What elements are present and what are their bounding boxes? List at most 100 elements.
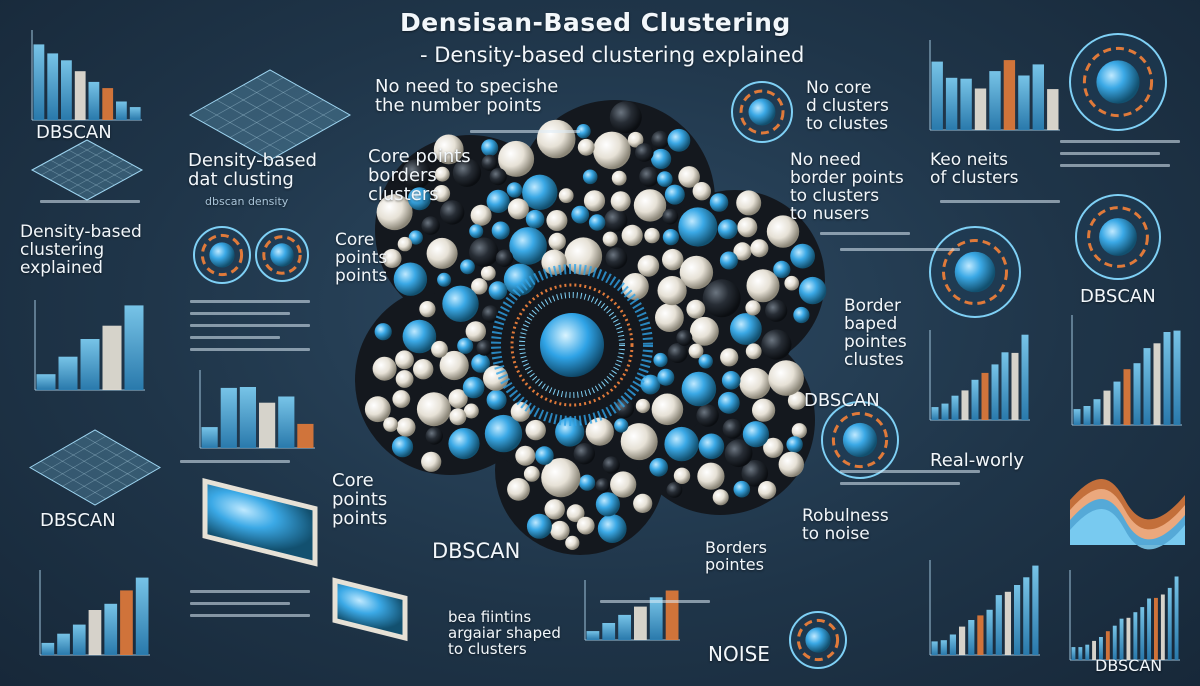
cluster-point [741, 460, 769, 487]
chart-bar [602, 623, 616, 640]
label-no-need-border: No need border points to clusters to nus… [790, 150, 904, 224]
chart-bottom-center [584, 580, 680, 641]
dial-core [748, 98, 776, 126]
chart-bottom-right-a [929, 560, 1040, 656]
plane-face [188, 69, 352, 161]
dial-right [1075, 194, 1161, 280]
chart-bar [989, 71, 1001, 130]
decorative-text-line [180, 460, 290, 463]
label-dbscan-left-bottom: DBSCAN [40, 510, 116, 531]
dial-core [1096, 60, 1140, 104]
label-keo-neits: Keo neits of clusters [930, 150, 1019, 188]
cluster-point [583, 190, 606, 212]
cluster-point [391, 436, 414, 458]
plane-grid [40, 435, 107, 475]
label-density-explained: Density-based clustering explained [20, 222, 142, 278]
cluster-point [627, 131, 644, 148]
cluster-point [582, 169, 598, 185]
chart-right-inner [929, 330, 1030, 421]
cluster-point [421, 216, 440, 235]
cluster-point [448, 428, 480, 460]
cluster-point [425, 427, 443, 445]
cluster-point [724, 439, 753, 468]
plane-grid [59, 154, 115, 186]
cluster-point [602, 231, 618, 247]
cluster-point [476, 339, 493, 356]
cluster-point [515, 445, 536, 466]
chart-bar [1143, 348, 1151, 425]
chart-bar [634, 606, 647, 640]
cluster-point [721, 371, 741, 390]
plane-grid [62, 448, 128, 487]
cluster-point [579, 474, 596, 491]
chart-left-3d [34, 300, 145, 391]
cluster-point [666, 482, 683, 498]
chart-bar [586, 631, 600, 640]
cluster-point [737, 217, 758, 238]
plane-grid [229, 92, 311, 138]
cluster-point [736, 190, 762, 216]
chart-bar [951, 395, 959, 420]
cluster-point [558, 188, 574, 204]
decorative-text-line [40, 200, 140, 203]
cluster-point [635, 398, 651, 414]
cluster-point [686, 299, 706, 319]
cluster-point [720, 348, 739, 367]
cluster-point [564, 237, 603, 275]
cluster-point [393, 262, 428, 296]
chart-bar [1083, 406, 1091, 425]
dial-core [842, 422, 878, 458]
plane-grid [216, 84, 297, 131]
chart-bar [41, 642, 55, 656]
cluster-point [536, 119, 576, 159]
label-noise: NOISE [708, 642, 770, 666]
cluster-point [507, 198, 529, 220]
chart-bar [1073, 409, 1081, 425]
chart-bar [1112, 625, 1117, 660]
cluster-point [465, 321, 486, 342]
cluster-point [746, 269, 780, 303]
cluster-point [610, 471, 637, 498]
cluster-point [595, 492, 621, 517]
chart-bar [1014, 585, 1021, 655]
decorative-text-line [190, 324, 310, 327]
chart-bar [1099, 637, 1103, 660]
chart-bar [1113, 381, 1121, 425]
cluster-point [449, 408, 467, 426]
cluster-point [786, 436, 803, 453]
tile-blue [202, 477, 318, 567]
page-title: Densisan-Based Clustering [400, 8, 791, 37]
chart-bar [986, 609, 993, 655]
cluster-point [408, 230, 423, 245]
chart-bar [1071, 647, 1076, 660]
cluster-point [739, 367, 771, 400]
cluster-point [664, 426, 699, 462]
cluster-point [657, 368, 675, 386]
chart-bar [1119, 618, 1124, 660]
chart-bar [135, 577, 149, 655]
plane-grid [51, 442, 117, 481]
plane-grid [77, 144, 134, 176]
chart-bar [931, 407, 939, 420]
chart-bar [102, 88, 114, 120]
chart-bar [1140, 607, 1145, 660]
cluster-point [681, 371, 717, 407]
cluster-point [481, 154, 498, 171]
label-core-points-bottom: Core points points [332, 470, 388, 529]
cluster-point [372, 356, 397, 381]
cluster-point [793, 306, 810, 324]
chart-bar [665, 590, 679, 640]
cluster-point [421, 451, 442, 472]
cluster-point [457, 337, 474, 354]
cluster-point [644, 227, 660, 244]
label-density-sub: dbscan density [205, 195, 289, 208]
decorative-text-line [1060, 152, 1160, 155]
cluster-point [768, 360, 804, 396]
chart-bar [104, 603, 118, 655]
chart-bar [1153, 343, 1161, 425]
dial-ring [796, 618, 840, 662]
cluster-point [506, 182, 523, 198]
cluster-point [787, 391, 807, 410]
cluster-point [621, 224, 643, 246]
